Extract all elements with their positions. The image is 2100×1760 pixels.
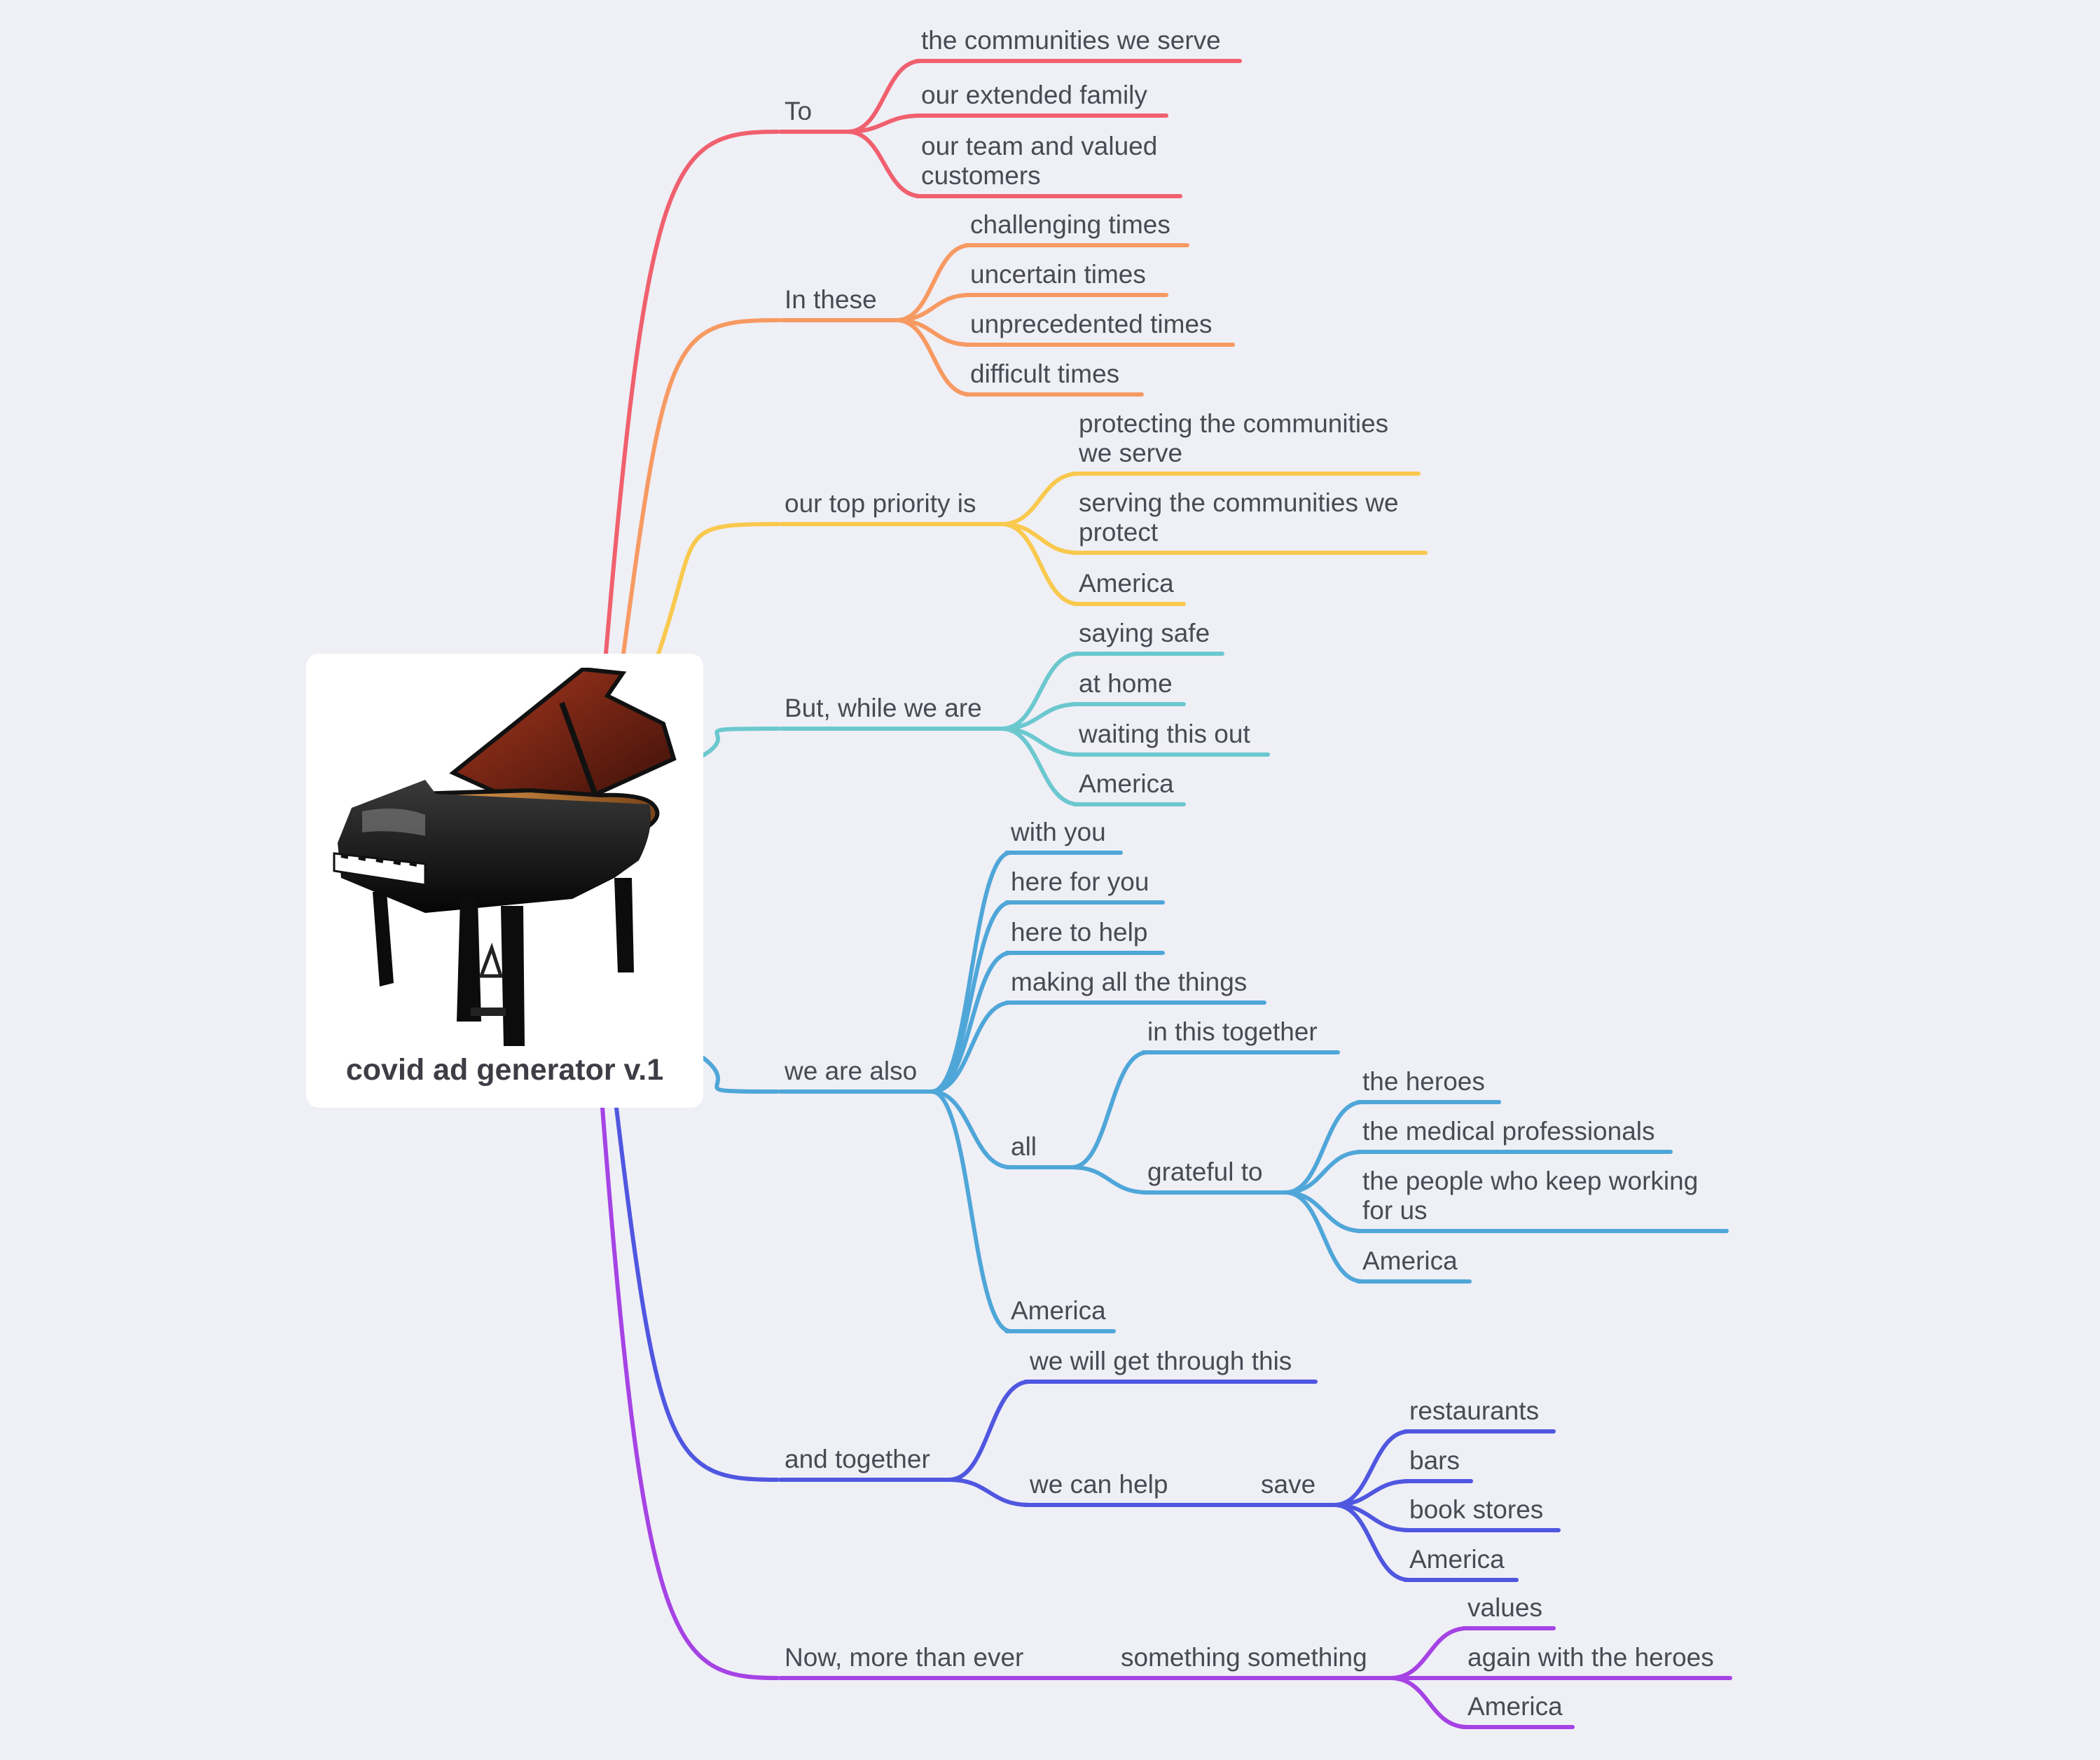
link-b1b (845, 114, 923, 134)
node-b5d[interactable]: making all the things (1011, 968, 1248, 996)
node-b7a2[interactable]: again with the heroes (1467, 1643, 1714, 1672)
link-b4d (1000, 727, 1081, 806)
link-b7a1 (1388, 1626, 1470, 1680)
link-b1c (845, 130, 923, 198)
link-b5e2c (1283, 1190, 1365, 1233)
link-b2 (621, 318, 780, 656)
link-b5e (930, 1089, 1013, 1169)
grand-piano-icon (333, 668, 677, 1046)
link-b5a (930, 851, 1013, 1094)
root-node[interactable]: covid ad generator v.1 (306, 654, 703, 1108)
node-b5b[interactable]: here for you (1011, 867, 1149, 896)
link-b3a (1000, 472, 1081, 526)
node-b5e2a[interactable]: the heroes (1362, 1067, 1485, 1096)
link-b6 (614, 1106, 780, 1482)
link-b1 (604, 130, 780, 656)
link-b6b (947, 1478, 1032, 1507)
link-b3c (1000, 522, 1081, 606)
root-title: covid ad generator v.1 (345, 1053, 664, 1087)
node-b6b1b[interactable]: bars (1409, 1446, 1460, 1475)
link-b2d (894, 318, 972, 397)
node-b6[interactable]: and together (785, 1445, 930, 1473)
node-b3c[interactable]: America (1079, 569, 1174, 598)
link-b5e2d (1283, 1190, 1365, 1284)
node-b5e2c[interactable]: the people who keep working for us (1362, 1167, 1699, 1225)
node-b6b1d[interactable]: America (1409, 1545, 1505, 1574)
link-b2a (894, 243, 972, 322)
link-b6b1d (1332, 1503, 1411, 1582)
link-b7a3 (1388, 1676, 1470, 1729)
node-b2c[interactable]: unprecedented times (970, 310, 1213, 338)
link-b5e2 (1070, 1165, 1149, 1195)
node-b5a[interactable]: with you (1011, 818, 1106, 846)
link-b5d (930, 1001, 1013, 1094)
node-b1[interactable]: To (785, 97, 813, 125)
link-b5e2a (1283, 1100, 1365, 1195)
node-b3[interactable]: our top priority is (785, 489, 976, 518)
node-b2b[interactable]: uncertain times (970, 260, 1146, 289)
node-b5e2b[interactable]: the medical professionals (1362, 1117, 1655, 1146)
link-b6b1a (1332, 1429, 1411, 1507)
node-b2[interactable]: In these (785, 285, 877, 314)
node-b3b[interactable]: serving the communities we protect (1079, 488, 1399, 546)
link-b4a (1000, 652, 1081, 731)
node-b4b[interactable]: at home (1079, 669, 1173, 698)
node-b5e2d[interactable]: America (1362, 1246, 1458, 1275)
node-b7[interactable]: Now, more than ever (785, 1643, 1024, 1672)
node-b4d[interactable]: America (1079, 769, 1174, 798)
link-b5f (930, 1089, 1013, 1333)
node-b1c[interactable]: our team and valued customers (921, 132, 1158, 190)
link-b7 (600, 1106, 780, 1680)
link-b5b (930, 900, 1013, 1094)
node-b3a[interactable]: protecting the communities we serve (1079, 409, 1389, 467)
node-b5e1[interactable]: in this together (1147, 1017, 1318, 1046)
link-b1a (845, 59, 923, 134)
node-b6a[interactable]: we will get through this (1030, 1347, 1292, 1375)
node-b6b[interactable]: we can help (1030, 1470, 1168, 1499)
link-b6a (947, 1380, 1032, 1482)
node-b1b[interactable]: our extended family (921, 81, 1147, 109)
node-b6b1c[interactable]: book stores (1409, 1495, 1544, 1524)
node-b5c[interactable]: here to help (1011, 918, 1148, 947)
node-b2a[interactable]: challenging times (970, 210, 1170, 239)
node-b6b1[interactable]: save (1261, 1470, 1316, 1499)
link-b5 (701, 1056, 780, 1094)
link-b3 (656, 522, 780, 656)
node-b7a3[interactable]: America (1467, 1692, 1563, 1721)
node-b1a[interactable]: the communities we serve (921, 26, 1221, 55)
node-b5e2[interactable]: grateful to (1147, 1157, 1263, 1186)
node-b4c[interactable]: waiting this out (1079, 720, 1250, 748)
node-b5[interactable]: we are also (785, 1057, 918, 1085)
node-b5f[interactable]: America (1011, 1296, 1106, 1325)
node-b2d[interactable]: difficult times (970, 359, 1120, 388)
node-b7a[interactable]: something something (1121, 1643, 1367, 1672)
node-b5e[interactable]: all (1011, 1132, 1037, 1161)
link-b5e1 (1070, 1050, 1149, 1169)
link-b4 (701, 727, 780, 757)
node-b7a1[interactable]: values (1467, 1593, 1542, 1622)
node-b6b1a[interactable]: restaurants (1409, 1396, 1540, 1425)
link-b5e2b (1283, 1150, 1365, 1195)
node-b4[interactable]: But, while we are (785, 694, 982, 722)
node-b4a[interactable]: saying safe (1079, 619, 1210, 647)
